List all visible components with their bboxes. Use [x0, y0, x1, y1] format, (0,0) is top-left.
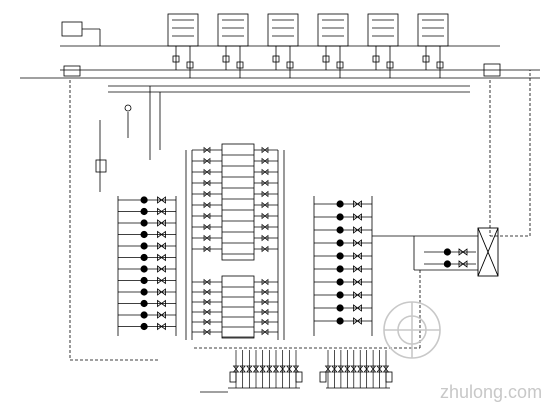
branch-pipe	[324, 350, 332, 388]
pump-row	[424, 248, 476, 256]
pump-row	[118, 242, 176, 250]
pump-row	[118, 253, 176, 262]
pump-row	[314, 213, 372, 221]
watermark-group: zhulong.com	[383, 301, 542, 402]
branch-pipe	[266, 350, 273, 388]
pump-row	[118, 276, 176, 285]
manifold-group	[192, 146, 278, 338]
branch-pipe	[292, 350, 300, 388]
manifold-row	[192, 328, 278, 338]
chiller-unit	[317, 13, 349, 78]
branch-pipe	[350, 350, 358, 388]
main-piping-lines	[20, 21, 540, 393]
pump-row	[314, 304, 372, 312]
watermark-text: zhulong.com	[440, 382, 542, 402]
pump-row	[314, 317, 372, 325]
branch-pipe	[286, 350, 293, 388]
manifold-row	[192, 318, 278, 328]
branch-pipe	[259, 350, 266, 388]
branch-pipe	[356, 350, 364, 388]
manifold-row	[192, 146, 278, 156]
chiller-unit	[367, 13, 399, 78]
pump-row	[118, 196, 176, 204]
branch-pipe	[252, 350, 260, 388]
pump-row	[118, 299, 176, 308]
pump-row	[118, 207, 176, 216]
branch-pipe	[246, 350, 253, 388]
manifold-row	[192, 298, 278, 308]
branch-pipe	[232, 350, 240, 388]
manifold-row	[192, 288, 278, 298]
pump-row	[118, 311, 176, 319]
pump-row	[314, 278, 372, 286]
pump-row	[314, 239, 372, 247]
branch-pipe	[331, 350, 338, 388]
branch-pipe	[279, 350, 286, 388]
pump-row	[314, 200, 372, 208]
branch-pipe	[376, 350, 383, 388]
chiller-unit	[217, 13, 249, 78]
manifold-row	[192, 201, 278, 211]
branch-pipe	[363, 350, 370, 388]
manifold-row	[192, 212, 278, 222]
manifold-row	[192, 157, 278, 167]
right-pump-group	[314, 200, 372, 325]
pump-row	[118, 219, 176, 227]
heat-exchanger-group	[424, 227, 499, 277]
pump-row	[118, 265, 176, 273]
chiller-unit	[167, 13, 199, 78]
manifold-row	[192, 234, 278, 244]
manifold-row	[192, 245, 278, 255]
branch-pipe	[344, 350, 351, 388]
chiller-units-group	[167, 13, 449, 78]
chiller-unit	[417, 13, 449, 78]
pump-row	[314, 265, 372, 273]
pump-row	[118, 230, 176, 239]
branch-pipe	[239, 350, 246, 388]
pump-row	[424, 260, 476, 268]
chiller-unit	[267, 13, 299, 78]
branch-pipe	[272, 350, 280, 388]
branch-pipe	[337, 350, 345, 388]
manifold-row	[192, 223, 278, 233]
heat-exchanger	[477, 227, 499, 277]
manifold-row	[192, 190, 278, 200]
pump-row	[314, 252, 372, 260]
manifold-row	[192, 168, 278, 178]
pump-row	[314, 291, 372, 299]
manifold-row	[192, 308, 278, 318]
manifold-row	[192, 179, 278, 189]
pump-row	[118, 322, 176, 331]
watermark-logo-icon	[383, 301, 441, 359]
pump-row	[118, 288, 176, 296]
manifold-row	[192, 278, 278, 288]
branch-pipe	[369, 350, 377, 388]
bottom-branches-group	[232, 350, 390, 388]
branch-pipe	[382, 350, 390, 388]
pump-row	[314, 226, 372, 234]
left-pump-group	[118, 196, 176, 331]
